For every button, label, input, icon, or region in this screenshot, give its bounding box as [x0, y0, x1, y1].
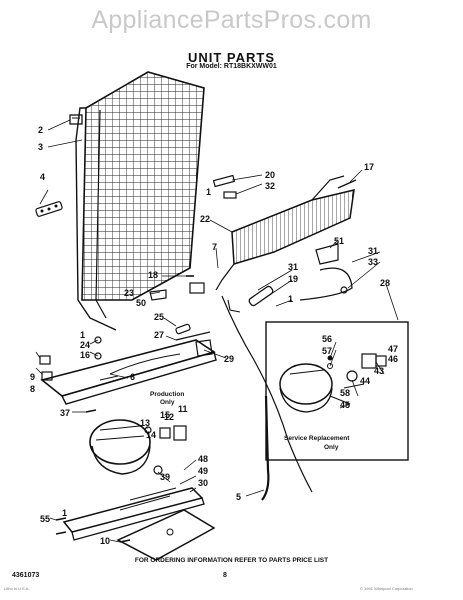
production-label-line2: Only: [160, 399, 175, 406]
watermark: AppliancePartsPros.com: [91, 6, 372, 34]
mounting-bracket: [116, 509, 216, 561]
callout-8: 8: [30, 384, 35, 394]
callout-1-top: 1: [206, 187, 211, 197]
callout-47: 45: [340, 400, 350, 410]
callout-37: 37: [60, 408, 70, 418]
production-label-line1: Production: [150, 391, 184, 398]
callout-46: 47: [388, 344, 398, 354]
callout-12: 12: [164, 412, 174, 422]
condenser-bracket: [69, 114, 83, 125]
condenser-coil: [75, 71, 205, 331]
screw-17: [337, 179, 357, 189]
callout-16: 16: [80, 350, 90, 360]
callout-13: 13: [140, 418, 150, 428]
callout-56: 56: [322, 334, 332, 344]
callout-45: 46: [388, 354, 398, 364]
clip-32: [223, 191, 237, 199]
callout-7: 7: [212, 242, 217, 252]
callout-6: 6: [130, 372, 135, 382]
callout-28: 28: [380, 278, 390, 288]
fine-print-left: Litho in U.S.A.: [4, 586, 30, 591]
callout-1-left: 1: [80, 330, 85, 340]
callout-23: 23: [124, 288, 134, 298]
callout-24: 24: [80, 340, 90, 350]
callout-18: 18: [148, 270, 158, 280]
fine-print-right: © 1991 Whirlpool Corporation: [360, 586, 413, 591]
callout-17: 17: [364, 162, 374, 172]
part-number: 4361073: [12, 572, 40, 579]
callout-14: 14: [146, 430, 156, 440]
callout-11: 11: [178, 404, 188, 414]
callout-29: 29: [224, 354, 234, 364]
callout-9: 9: [30, 372, 35, 382]
drain-tube: [175, 323, 191, 335]
callout-57: 57: [322, 346, 332, 356]
callout-58: 58: [340, 388, 350, 398]
clip-20: [212, 174, 236, 188]
tubing-33: [299, 267, 353, 301]
page-title: UNIT PARTS: [187, 50, 276, 65]
capillary-tube: [221, 295, 313, 493]
service-label-line2: Only: [324, 444, 339, 451]
mount-21: [189, 282, 205, 294]
part-9: [39, 355, 51, 365]
callout-31: 31: [288, 262, 298, 272]
callout-32: 32: [265, 181, 275, 191]
callout-49: 49: [198, 466, 208, 476]
callout-22: 22: [200, 214, 210, 224]
service-label-line1: Service Replacement: [284, 435, 350, 442]
service-replacement-box: [265, 321, 409, 461]
callout-5: 5: [236, 492, 241, 502]
compressor-production: [89, 419, 151, 475]
tube-5: [261, 395, 270, 501]
relay-production: [144, 425, 187, 441]
callout-labels: 2 3 4 20 32 17 1 22 7 51 31 33 28 18 23 …: [30, 125, 398, 546]
callout-44: 44: [360, 376, 370, 386]
callout-51: 50: [136, 298, 146, 308]
callout-2: 2: [38, 125, 43, 135]
screw-10: [119, 539, 131, 543]
leader-lines: [35, 119, 399, 543]
model-subtitle: For Model: RT18BKXWW01: [186, 63, 277, 70]
evaporator-coil: [215, 175, 355, 291]
callout-33: 31: [368, 246, 378, 256]
grommet-strip: [35, 201, 63, 217]
callout-3: 3: [38, 142, 43, 152]
callout-43: 43: [374, 366, 384, 376]
clamp-23: [149, 289, 167, 301]
screw-37: [85, 409, 97, 413]
drier: [248, 285, 274, 307]
screw-50: [55, 517, 67, 521]
ordering-info: FOR ORDERING INFORMATION REFER TO PARTS …: [134, 557, 329, 564]
callout-10: 10: [100, 536, 110, 546]
callout-20: 20: [265, 170, 275, 180]
callout-25: 25: [154, 312, 164, 322]
bracket-55: [315, 243, 339, 265]
grommet-39: [153, 465, 163, 475]
callout-15: 15: [160, 410, 170, 420]
callout-48: 48: [198, 454, 208, 464]
callout-39: 39: [160, 472, 170, 482]
bracket-29: [195, 339, 213, 357]
page-number: 8: [223, 572, 227, 579]
callout-27: 27: [154, 330, 164, 340]
callout-19: 19: [288, 274, 298, 284]
callout-1-mid: 1: [288, 294, 293, 304]
callout-4: 4: [40, 172, 45, 182]
callout-55: 51: [334, 236, 344, 246]
drain-pan: [40, 339, 217, 405]
callout-1-bottom: 1: [62, 508, 67, 518]
compressor-base: [62, 487, 205, 541]
part-8: [41, 371, 53, 381]
callout-50: 55: [40, 514, 50, 524]
callout-35: 33: [368, 257, 378, 267]
callout-30: 30: [198, 478, 208, 488]
